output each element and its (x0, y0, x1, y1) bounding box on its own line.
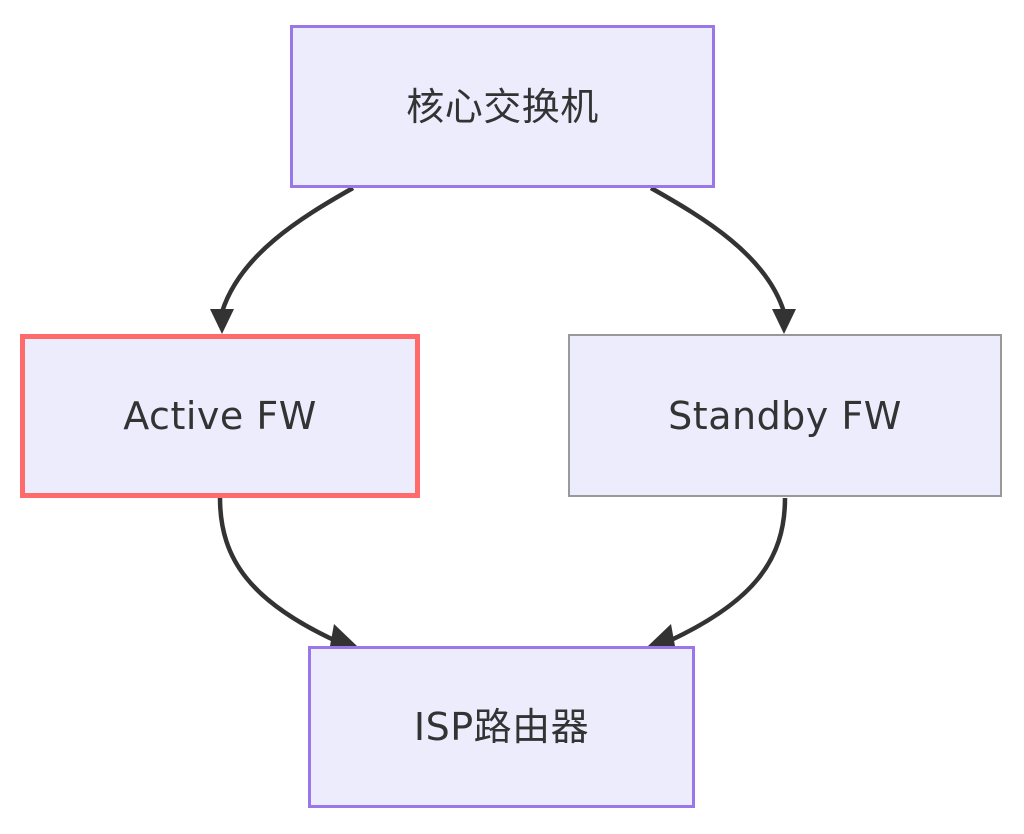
edge-path-standby-fw-to-isp-router (668, 497, 788, 644)
edge-active-fw-to-isp-router (217, 497, 357, 646)
arrowhead-active-fw-to-isp-router (330, 624, 357, 646)
edge-standby-fw-to-isp-router (648, 497, 788, 646)
node-active-fw[interactable]: Active FW (20, 334, 420, 498)
node-core-switch-label: 核心交换机 (406, 84, 599, 129)
edge-path-active-fw-to-isp-router (217, 497, 337, 644)
node-standby-fw[interactable]: Standby FW (568, 334, 1002, 497)
node-active-fw-label: Active FW (123, 394, 317, 438)
edge-path-core-switch-to-active-fw (219, 186, 355, 313)
arrowhead-core-switch-to-standby-fw (772, 309, 796, 334)
node-core-switch[interactable]: 核心交换机 (290, 25, 715, 188)
arrowhead-core-switch-to-active-fw (210, 309, 234, 334)
node-isp-router[interactable]: ISP路由器 (308, 646, 695, 808)
edge-path-core-switch-to-standby-fw (649, 186, 787, 313)
arrowhead-standby-fw-to-isp-router (648, 624, 675, 646)
node-isp-router-label: ISP路由器 (413, 705, 590, 749)
edge-core-switch-to-active-fw (210, 186, 355, 334)
edge-core-switch-to-standby-fw (649, 186, 796, 334)
node-standby-fw-label: Standby FW (668, 393, 902, 438)
